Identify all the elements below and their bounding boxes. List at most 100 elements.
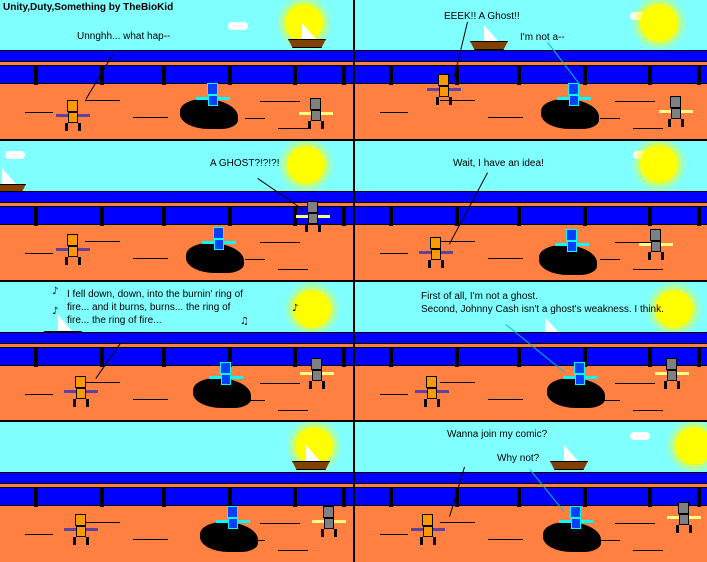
sea: [355, 50, 707, 61]
head: [670, 96, 681, 108]
panel-5: I fell down, down, into the burnin' ring…: [0, 282, 353, 420]
legs: [572, 385, 588, 393]
sea: [355, 332, 707, 343]
head: [67, 234, 78, 246]
pier-post: [697, 488, 701, 507]
hull: [288, 39, 326, 48]
pier-post: [583, 488, 587, 507]
head: [438, 74, 449, 86]
ground-line: [633, 550, 663, 551]
pier-post: [228, 66, 232, 85]
torso: [431, 249, 441, 260]
ground-line: [278, 269, 308, 270]
legs: [65, 123, 81, 131]
speech-text: EEEK!! A Ghost!!: [444, 11, 520, 22]
pier-post: [162, 207, 166, 226]
sail: [58, 315, 72, 331]
ground-line: [600, 259, 620, 260]
ground-line: [600, 540, 620, 541]
legs: [205, 106, 221, 114]
pier-post: [293, 66, 297, 85]
pier-post: [389, 348, 393, 367]
orange-robot: [411, 514, 445, 546]
music-note-icon: ♫: [240, 316, 249, 327]
sea: [0, 332, 353, 343]
head: [307, 201, 318, 213]
head: [422, 514, 433, 526]
ground-line: [260, 383, 300, 384]
pier-rail: [0, 483, 353, 488]
ground-line: [488, 399, 523, 400]
sailboat: [550, 445, 588, 472]
ground-line: [615, 523, 655, 524]
ground-line: [440, 100, 475, 101]
torso: [214, 239, 224, 250]
legs: [305, 224, 321, 232]
ground-line: [633, 128, 663, 129]
head: [570, 506, 581, 518]
torso: [439, 86, 449, 97]
pier-rail: [0, 202, 353, 207]
sailboat: [470, 25, 508, 52]
torso: [423, 526, 433, 537]
head: [678, 502, 689, 514]
speech-text: First of all, I'm not a ghost. Second, J…: [421, 290, 664, 316]
pier-rail: [0, 61, 353, 66]
legs: [308, 121, 324, 129]
head: [426, 376, 437, 388]
pier-post: [228, 348, 232, 367]
orange-robot: [427, 74, 461, 106]
sail: [2, 168, 16, 184]
torso: [312, 370, 322, 381]
head: [666, 358, 677, 370]
ghost-robot: [559, 506, 593, 538]
legs: [211, 250, 227, 258]
ground-line: [260, 242, 300, 243]
orange-robot: [56, 234, 90, 266]
orange-robot: [415, 376, 449, 408]
torso: [569, 95, 579, 106]
pier-post: [648, 66, 652, 85]
pier-post: [293, 348, 297, 367]
pier-post: [34, 207, 38, 226]
pier-rail: [355, 483, 707, 488]
legs: [424, 399, 440, 407]
pier-post: [34, 66, 38, 85]
grey-robot: [296, 201, 330, 233]
ground-line: [278, 128, 308, 129]
pier-post: [697, 66, 701, 85]
head: [220, 362, 231, 374]
ground-line: [133, 258, 168, 259]
head: [75, 514, 86, 526]
torso: [651, 241, 661, 252]
pier-post: [342, 66, 346, 85]
ground-line: [25, 534, 53, 535]
legs: [309, 381, 325, 389]
torso: [76, 526, 86, 537]
head: [75, 376, 86, 388]
pier-wall: [0, 207, 353, 225]
ground-line: [633, 410, 663, 411]
pier-post: [342, 207, 346, 226]
pier-wall: [355, 66, 707, 84]
sail: [306, 445, 320, 461]
sun: [655, 290, 693, 328]
legs: [321, 529, 337, 537]
ground-line: [615, 383, 655, 384]
torso: [575, 374, 585, 385]
grey-robot: [667, 502, 701, 534]
song-lyrics: I fell down, down, into the burnin' ring…: [67, 288, 243, 327]
lyric-line: fire... and it burns, burns... the ring …: [67, 302, 231, 313]
pier-wall: [355, 207, 707, 225]
pier-post: [697, 348, 701, 367]
cloud: [630, 432, 650, 440]
legs: [668, 119, 684, 127]
legs: [676, 525, 692, 533]
sea: [0, 50, 353, 61]
head: [566, 229, 577, 241]
sun: [675, 427, 707, 465]
ghost-robot: [216, 506, 250, 538]
legs: [436, 97, 452, 105]
sun: [293, 290, 331, 328]
speech-text: Why not?: [497, 453, 540, 464]
